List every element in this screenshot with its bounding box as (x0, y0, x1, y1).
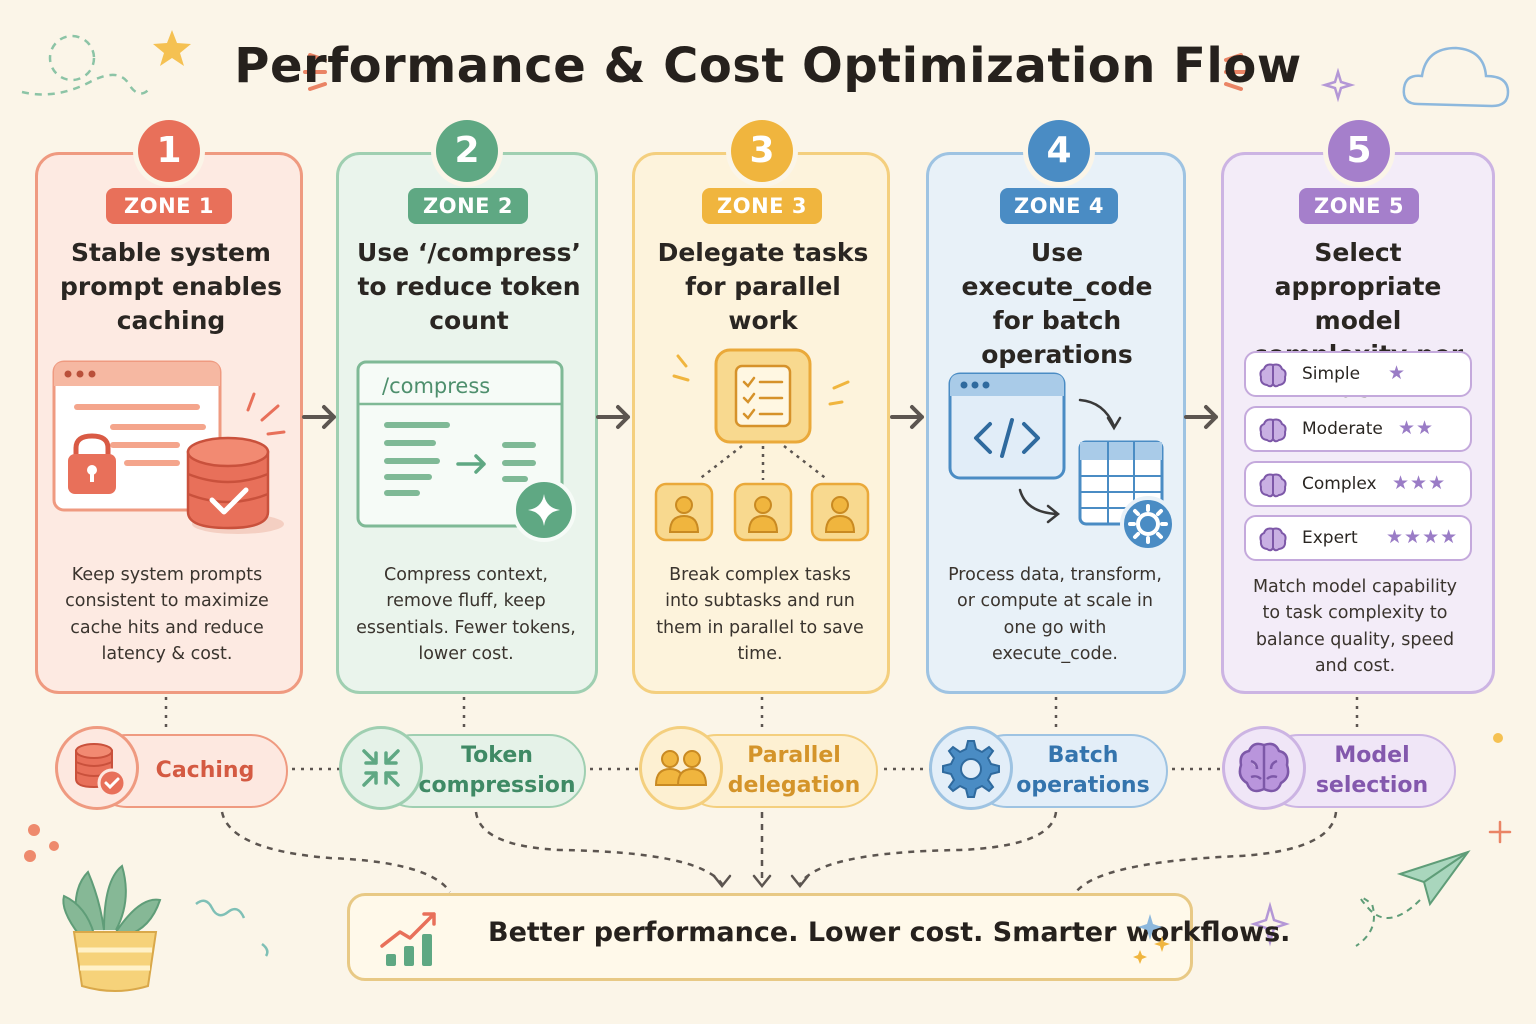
lock-icon (68, 433, 116, 494)
zone-2-label: ZONE 2 (408, 188, 528, 224)
zone-4-description: Process data, transform, or compute at s… (948, 565, 1162, 664)
brain-icon (1238, 742, 1290, 793)
zone-2-description: Compress context, remove fluff, keep ess… (356, 565, 576, 664)
zone-4-label: ZONE 4 (1000, 188, 1118, 224)
code-window-icon (948, 372, 1066, 480)
zone-5-label: ZONE 5 (1299, 188, 1419, 224)
zone-1-description: Keep system prompts consistent to maximi… (65, 565, 269, 664)
zone-3-label: ZONE 3 (702, 188, 822, 224)
database-check-icon (186, 392, 286, 534)
flow-arrow-1 (302, 405, 336, 429)
batch-operations-pill-icon (929, 726, 1013, 810)
star-icon: ★★★ (1392, 472, 1447, 494)
compress-window-icon (356, 360, 564, 528)
model-option-expert[interactable]: Expert ★★★★ (1244, 515, 1472, 561)
star-icon: ★★★★ (1386, 526, 1459, 548)
growth-chart-icon (380, 912, 436, 966)
zone-2-illustration (356, 360, 576, 542)
page-title: Performance & Cost Optimization Flow (234, 38, 1302, 94)
model-option-label: Complex (1302, 474, 1377, 494)
model-option-label: Expert (1302, 528, 1358, 548)
model-option-complex[interactable]: Complex ★★★ (1244, 461, 1472, 507)
brain-icon (1259, 363, 1287, 388)
flow-arrow-4 (1184, 405, 1218, 429)
zone-3-description: Break complex tasks into subtasks and ru… (656, 565, 864, 664)
task-list-icon (714, 348, 812, 444)
gear-icon (942, 740, 1000, 798)
zone-3-illustration (654, 348, 870, 542)
model-option-label: Moderate (1302, 419, 1383, 439)
zone-5-description: Match model capability to task complexit… (1252, 577, 1458, 676)
zone-2-heading: Use ‘/compress’ to reduce token count (357, 238, 581, 335)
star-icon: ★★ (1398, 417, 1435, 439)
zone-3-heading: Delegate tasks for parallel work (657, 238, 869, 335)
model-selection-pill-label: Model selection (1315, 743, 1429, 798)
zone-4-number: 4 (1028, 120, 1090, 182)
model-option-simple[interactable]: Simple ★ (1244, 351, 1472, 397)
gear-icon (1120, 496, 1176, 552)
model-option-moderate[interactable]: Moderate ★★ (1244, 406, 1472, 452)
caching-pill-icon (55, 726, 139, 810)
zone-1-heading: Stable system prompt enables caching (60, 238, 282, 335)
zone-1-illustration (52, 360, 286, 534)
parallel-delegation-pill-icon (639, 726, 723, 810)
token-compression-pill-icon (339, 726, 423, 810)
brain-icon (1259, 473, 1287, 498)
sparkle-icon (1133, 914, 1170, 964)
summary-banner (347, 893, 1193, 981)
token-compression-pill-label: Token compression (418, 743, 576, 798)
sparkle-icon (512, 478, 576, 542)
people-icon (654, 750, 708, 786)
parallel-delegation-pill-label: Parallel delegation (727, 743, 861, 798)
zone-4-heading: Use execute_code for batch operations (961, 238, 1153, 369)
database-check-icon (75, 743, 127, 798)
zone-2-number: 2 (436, 120, 498, 182)
model-selection-pill-icon (1222, 726, 1306, 810)
flow-arrow-3 (890, 405, 924, 429)
zone-1-label: ZONE 1 (106, 188, 232, 224)
zone-1-number: 1 (138, 120, 200, 182)
star-icon: ★ (1388, 362, 1407, 384)
summary-banner-text: Better performance. Lower cost. Smarter … (488, 917, 1291, 948)
zone-4-illustration (948, 372, 1176, 552)
batch-operations-pill-label: Batch operations (1016, 743, 1150, 798)
brain-icon (1259, 418, 1287, 443)
flow-arrow-2 (596, 405, 630, 429)
compress-command-text: /compress (382, 374, 491, 398)
compress-arrows-icon (362, 749, 400, 787)
model-option-label: Simple (1302, 364, 1361, 384)
zone-5-number: 5 (1328, 120, 1390, 182)
caching-pill-label: Caching (155, 758, 255, 783)
zone-3-number: 3 (731, 120, 793, 182)
brain-icon (1259, 527, 1287, 552)
